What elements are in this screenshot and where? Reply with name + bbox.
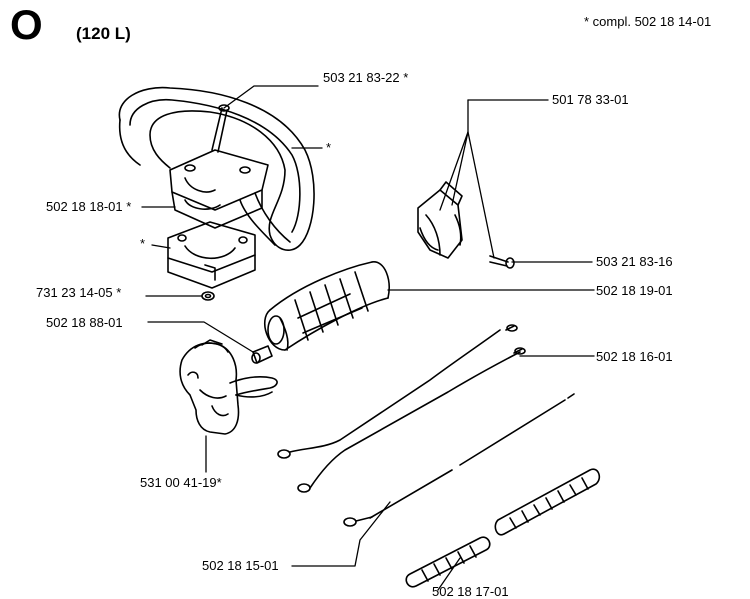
screw-top-drawing <box>211 104 230 153</box>
part-label-clamp-upper: 502 18 18-01 * <box>46 199 132 214</box>
bracket-drawing <box>417 181 463 259</box>
part-label-throttle-cable: 502 18 15-01 <box>202 558 279 573</box>
part-label-nut: 731 23 14-05 * <box>36 285 122 300</box>
part-label-screw-top: 503 21 83-22 * <box>323 70 409 85</box>
cable-harness-drawing <box>277 324 526 493</box>
clamp-lower-drawing <box>167 221 256 289</box>
part-label-clamp-lower: * <box>140 236 146 251</box>
section-letter: O <box>10 1 43 48</box>
screw-side-drawing <box>489 255 515 269</box>
clamp-upper-drawing <box>169 149 269 229</box>
part-label-screw-side: 503 21 83-16 <box>596 254 673 269</box>
spiral-tube-drawing <box>405 468 601 588</box>
part-label-handle: * <box>326 140 332 155</box>
throttle-housing-drawing <box>179 339 278 435</box>
assembly-note: * compl. 502 18 14-01 <box>584 14 712 29</box>
bushing-drawing <box>251 345 273 364</box>
section-model: (120 L) <box>76 24 131 43</box>
part-label-grip: 502 18 19-01 <box>596 283 673 298</box>
part-label-spiral-tube: 502 18 17-01 <box>432 584 509 599</box>
part-label-cable-harness: 502 18 16-01 <box>596 349 673 364</box>
part-label-throttle-housing: 531 00 41-19* <box>140 475 222 490</box>
loop-handle-drawing <box>118 86 315 251</box>
part-label-bushing: 502 18 88-01 <box>46 315 123 330</box>
grip-drawing <box>263 261 390 351</box>
nut-drawing <box>201 291 215 301</box>
part-label-bracket: 501 78 33-01 <box>552 92 629 107</box>
leader-lines <box>141 85 595 591</box>
